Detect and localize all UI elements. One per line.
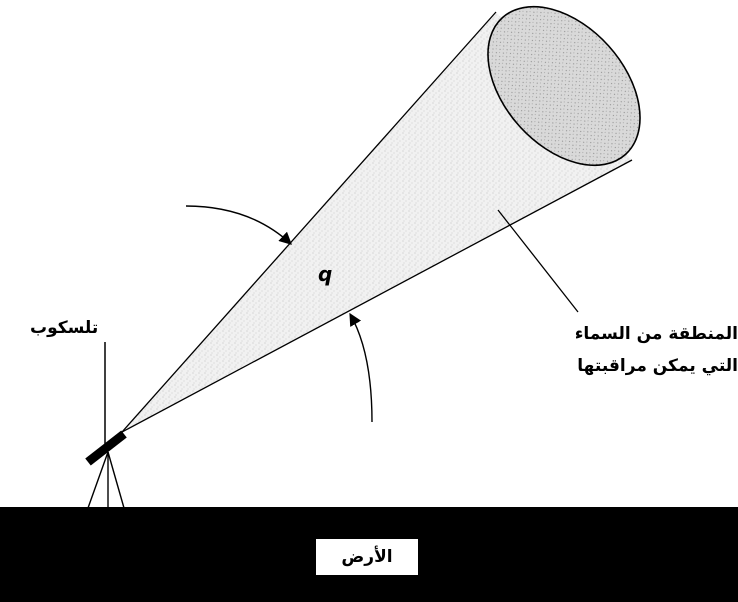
sky-region-label: المنطقة من السماء التي يمكن مراقبتها	[575, 318, 738, 382]
upper-angle-arrow	[186, 206, 291, 244]
angle-symbol: q	[318, 262, 332, 286]
sky-region-leader-line	[498, 210, 578, 312]
telescope-label: تلسكوب	[30, 318, 98, 338]
ground-label: الأرض	[316, 539, 418, 575]
lower-angle-arrow	[350, 314, 372, 422]
sky-region-label-line1: المنطقة من السماء	[575, 318, 738, 350]
sky-region-label-line2: التي يمكن مراقبتها	[575, 350, 738, 382]
